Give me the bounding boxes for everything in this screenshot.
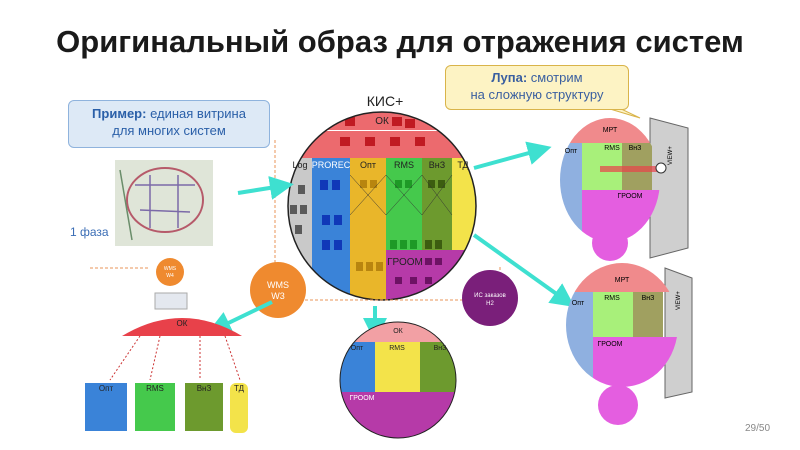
orders-circle	[462, 270, 518, 326]
orders-label: ИС заказов	[474, 293, 506, 299]
center-groom-label: ГРООМ	[349, 395, 374, 402]
loupe-callout-bold: Лупа:	[491, 70, 528, 85]
rb-view-label: VIEW+	[676, 291, 682, 310]
left-ok-label: ОК	[177, 319, 188, 328]
main-col-opt: Опт	[360, 160, 376, 170]
rt-col-opt: Опт	[565, 148, 578, 155]
main-circle-title: КИС+	[367, 93, 404, 109]
right-top-diagram: МРТ Опт RMS ВнЗ ГРООМ VIEW+	[560, 117, 689, 261]
main-col-prorec: PROREC	[312, 160, 351, 170]
main-col-rms: RMS	[394, 160, 414, 170]
loupe-callout-text1: смотрим	[527, 70, 583, 85]
example-callout-text1: единая витрина	[146, 106, 246, 121]
cyan-arrows	[207, 141, 575, 342]
orders-sublabel: Н2	[486, 301, 494, 307]
right-bottom-diagram: МРТ Опт RMS ВнЗ ГРООМ VIEW+	[566, 263, 693, 425]
rt-mrt-label: МРТ	[603, 127, 618, 134]
main-groom-label: ГРООМ	[387, 257, 423, 268]
center-circle-outline	[339, 321, 457, 439]
center-col-vnz: ВнЗ	[434, 345, 447, 352]
left-col-td: ТД	[234, 384, 245, 393]
main-ok-label: ОК	[375, 116, 389, 127]
example-callout-text2: для многих систем	[112, 123, 226, 138]
left-diagram: WMS W4 ОК Опт RMS ВнЗ ТД	[85, 258, 248, 433]
center-col-rms: RMS	[389, 345, 405, 352]
center-diagram	[340, 322, 456, 438]
rb-col-vnz: ВнЗ	[642, 295, 655, 302]
wms-w3-label: WMS	[267, 280, 289, 290]
main-col-log: Log	[292, 160, 307, 170]
rt-col-rms: RMS	[604, 145, 620, 152]
slide-title: Оригинальный образ для отражения систем	[56, 24, 744, 59]
left-col-vnz: ВнЗ	[197, 384, 212, 393]
rb-groom-label: ГРООМ	[597, 341, 622, 348]
rt-col-vnz: ВнЗ	[629, 145, 642, 152]
center-col-opt: Опт	[351, 345, 364, 352]
example-callout: Пример: единая витрина для многих систем	[68, 100, 270, 148]
page-number: 29/50	[745, 423, 771, 434]
rb-col-opt: Опт	[572, 300, 585, 307]
sketch-photo	[115, 160, 213, 246]
left-wms-sublabel: W4	[166, 273, 174, 279]
rt-groom-label: ГРООМ	[617, 193, 642, 200]
main-col-vnz: ВнЗ	[429, 160, 445, 170]
loupe-callout: Лупа: смотрим на сложную структуру	[445, 65, 629, 110]
rt-view-label: VIEW+	[668, 146, 674, 165]
center-ok-label: ОК	[393, 328, 403, 335]
rb-mrt-label: МРТ	[615, 277, 630, 284]
left-wms-label: WMS	[164, 266, 177, 272]
rb-col-rms: RMS	[604, 295, 620, 302]
example-callout-bold: Пример:	[92, 106, 147, 121]
loupe-callout-text2: на сложную структуру	[470, 87, 604, 102]
phase-label: 1 фаза	[70, 225, 109, 239]
left-col-opt: Опт	[99, 384, 114, 393]
main-system-circle	[288, 112, 476, 300]
wms-w3-sublabel: W3	[271, 291, 285, 301]
left-col-rms: RMS	[146, 384, 164, 393]
main-col-td: ТД	[457, 160, 468, 170]
